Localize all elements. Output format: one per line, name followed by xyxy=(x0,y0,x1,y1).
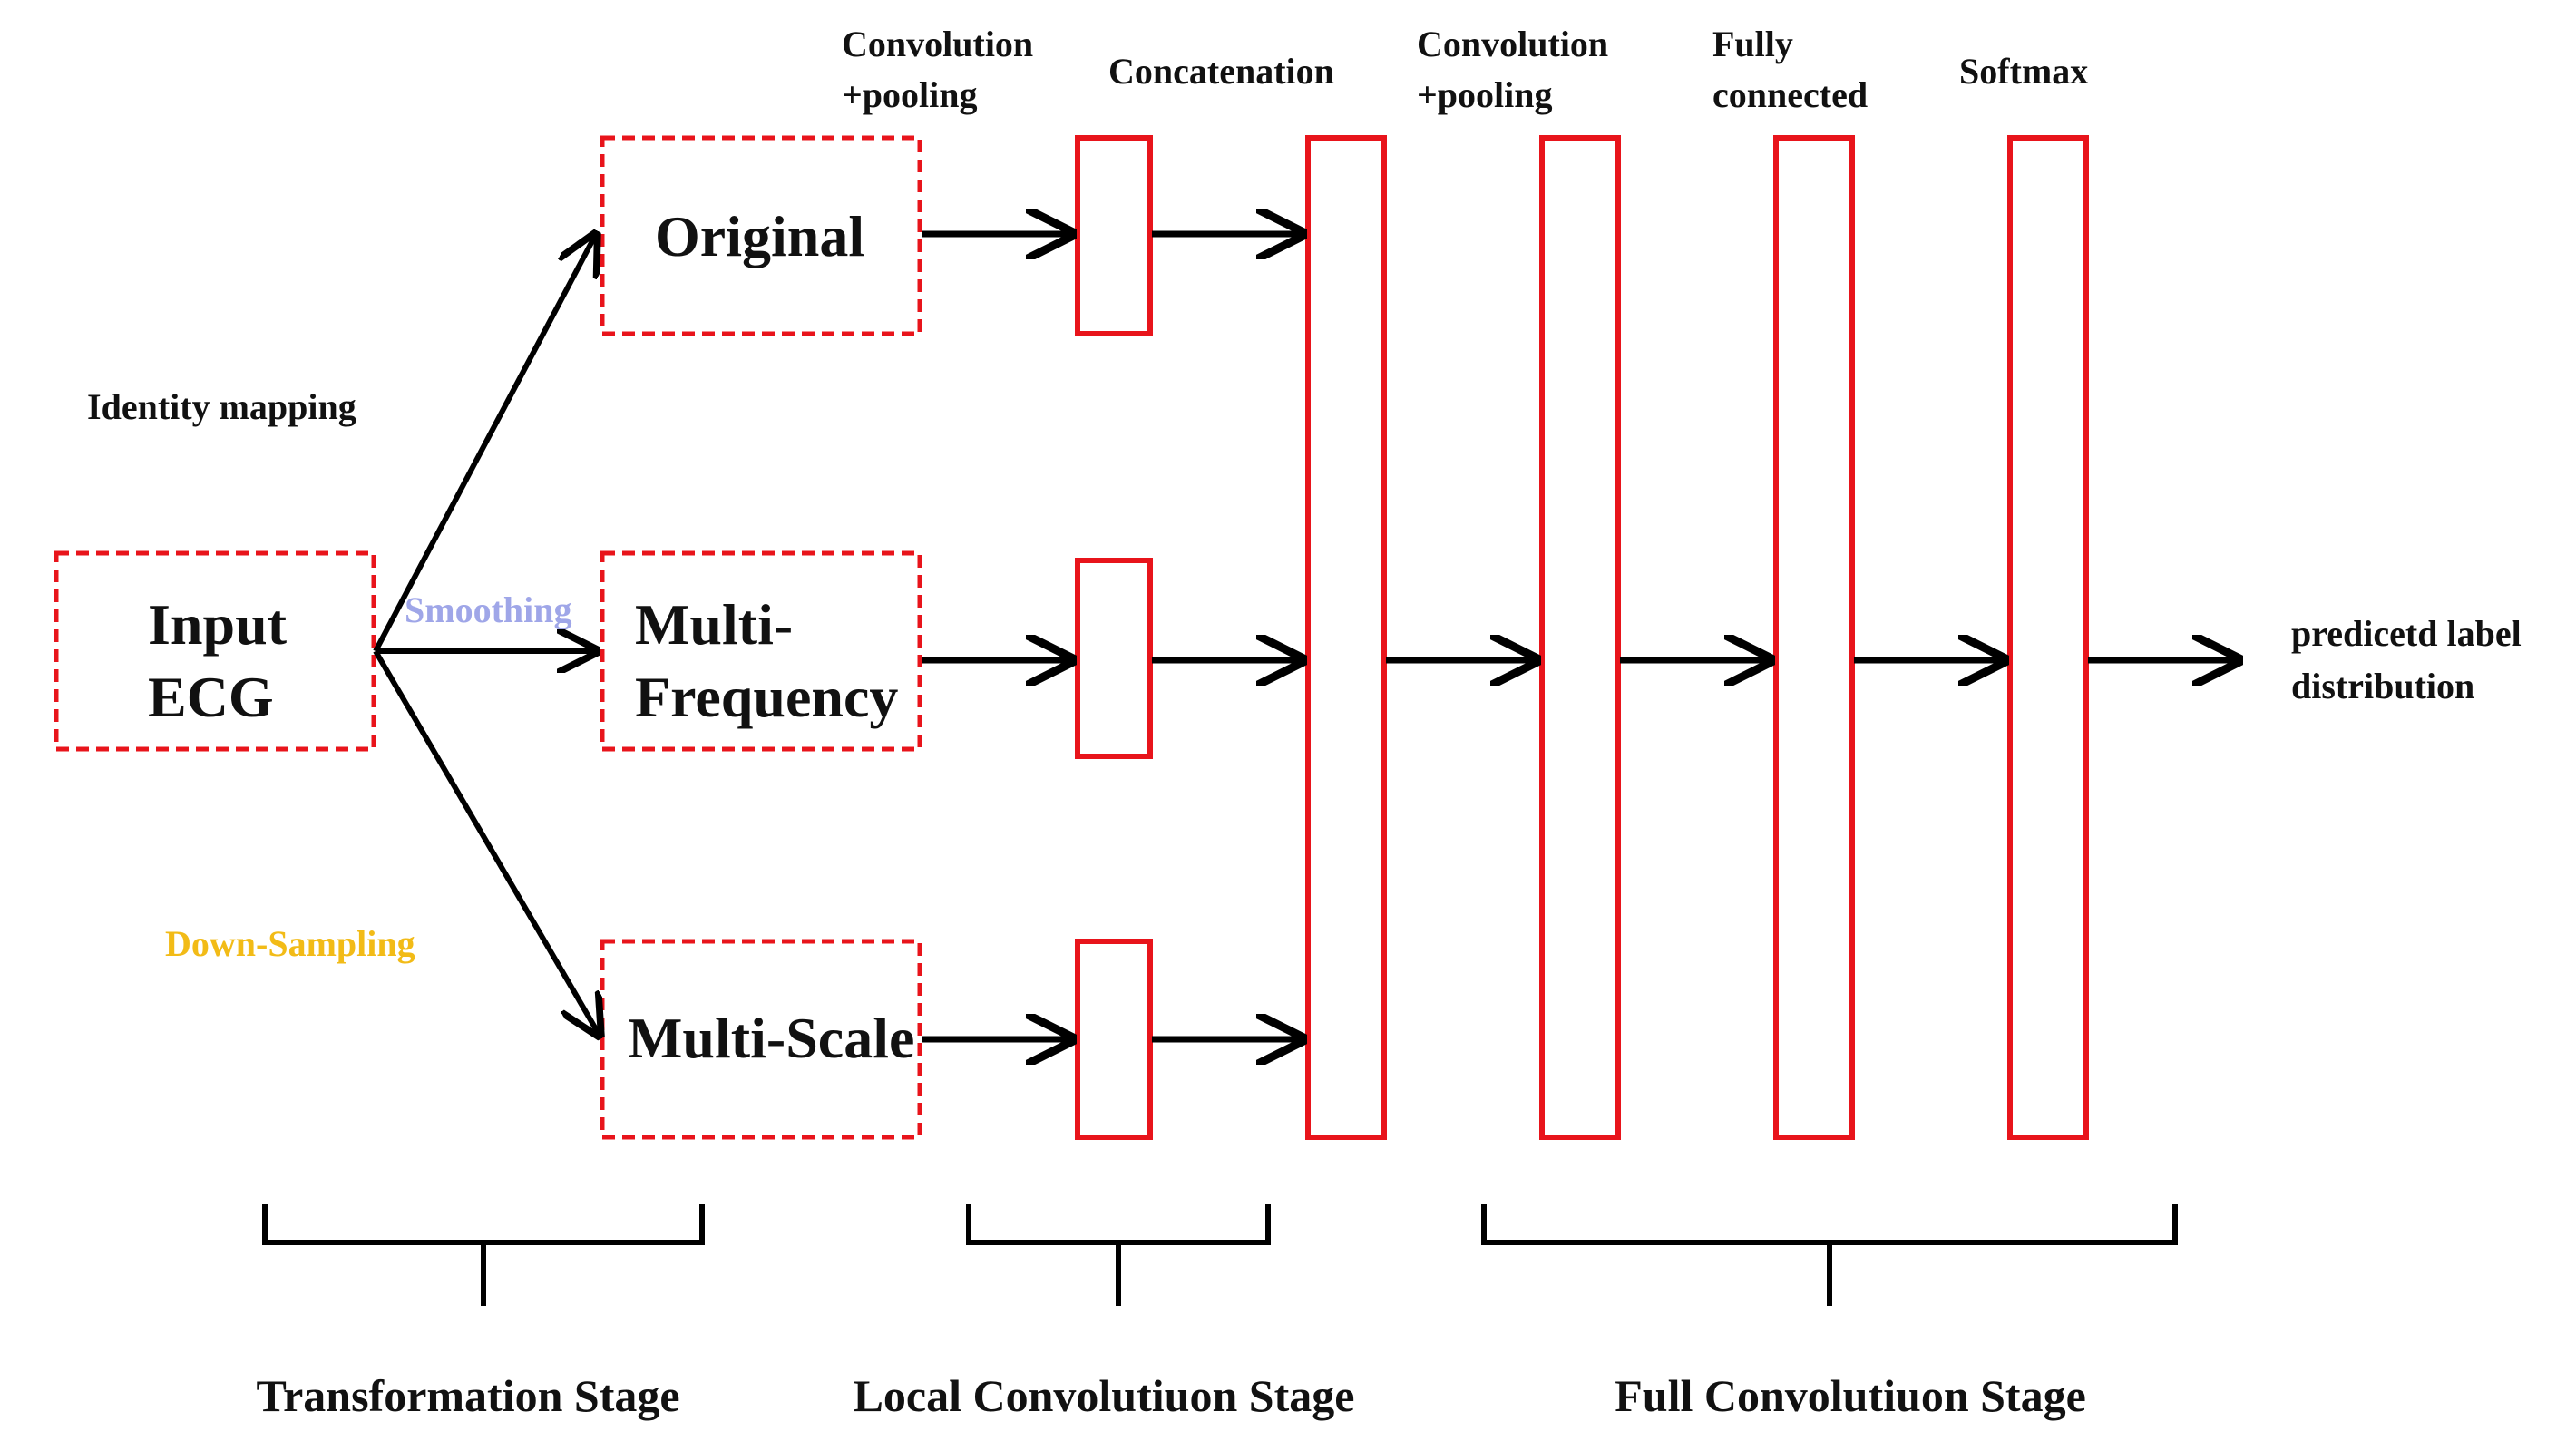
fully-connected-block xyxy=(1773,135,1855,1140)
concatenation-block xyxy=(1305,135,1387,1140)
original-box xyxy=(600,135,922,336)
transformation-stage-label: Transformation Stage xyxy=(256,1370,679,1421)
conv-pool-block xyxy=(1539,135,1621,1140)
input-ecg-label: Input ECG xyxy=(148,592,301,729)
multi-scale-label: Multi-Scale xyxy=(628,1006,914,1070)
smoothing-label: Smoothing xyxy=(405,589,572,630)
output-label: predicetd label distribution xyxy=(2291,613,2531,706)
multi-frequency-box xyxy=(600,550,922,752)
full-stage-label: Full Convolutiuon Stage xyxy=(1615,1370,2086,1421)
local-conv-block-2 xyxy=(1075,558,1153,759)
down-sampling-label: Down-Sampling xyxy=(165,923,415,964)
header-fully-connected: Fully connected xyxy=(1712,24,1868,115)
identity-arrow xyxy=(373,236,595,653)
full-brace xyxy=(1481,1204,2178,1306)
local-stage-label: Local Convolutiuon Stage xyxy=(854,1370,1355,1421)
header-softmax: Softmax xyxy=(1959,51,2088,92)
header-conv-pool-1: Convolution +pooling xyxy=(842,24,1042,115)
down-sampling-arrow xyxy=(373,649,599,1034)
input-ecg-box xyxy=(54,550,376,752)
transformation-brace xyxy=(262,1204,705,1306)
original-label: Original xyxy=(655,204,864,268)
softmax-block xyxy=(2007,135,2089,1140)
header-concatenation: Concatenation xyxy=(1108,51,1334,92)
identity-mapping-label: Identity mapping xyxy=(87,386,356,427)
local-brace xyxy=(966,1204,1271,1306)
multi-frequency-label: Multi- Frequency xyxy=(635,592,898,729)
local-conv-block-3 xyxy=(1075,939,1153,1140)
header-conv-pool-2: Convolution +pooling xyxy=(1417,24,1617,115)
local-conv-block-1 xyxy=(1075,135,1153,336)
